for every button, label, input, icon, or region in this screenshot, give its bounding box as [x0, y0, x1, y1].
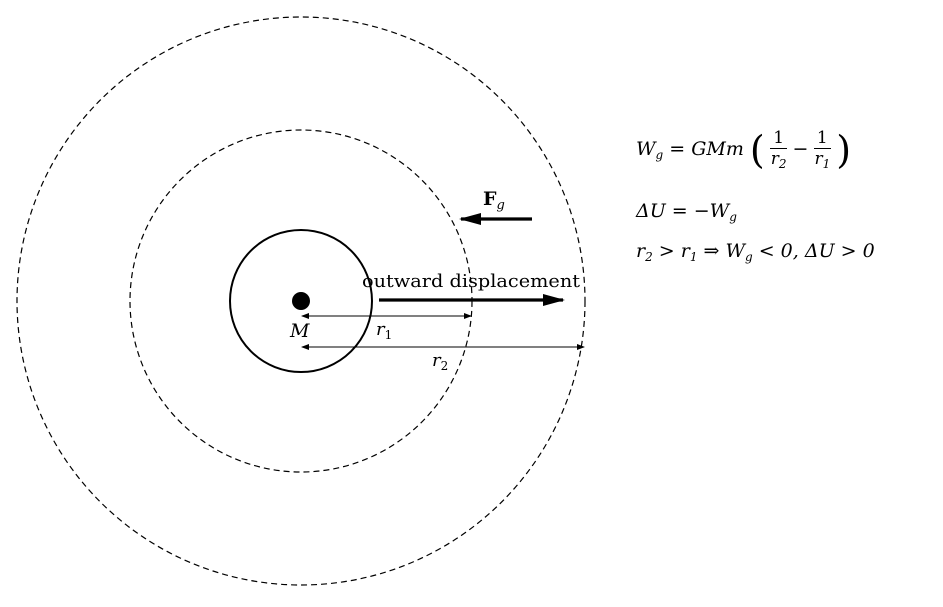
right-paren: ) [836, 128, 852, 173]
r2-label: r2 [432, 350, 448, 373]
inequality-equation: r2 > r1 ⇒ Wg < 0, ΔU > 0 [636, 240, 875, 264]
potential-energy-equation: ΔU = −Wg [636, 200, 737, 224]
mass-label: M [289, 320, 310, 342]
r1-label: r1 [376, 319, 392, 342]
left-paren: ( [749, 128, 765, 173]
force-label: Fg [483, 188, 505, 213]
displacement-label: outward displacement [362, 271, 581, 292]
orbit-r2-circle [16, 16, 586, 586]
center-mass-dot [292, 292, 310, 310]
planet-body [229, 229, 373, 373]
